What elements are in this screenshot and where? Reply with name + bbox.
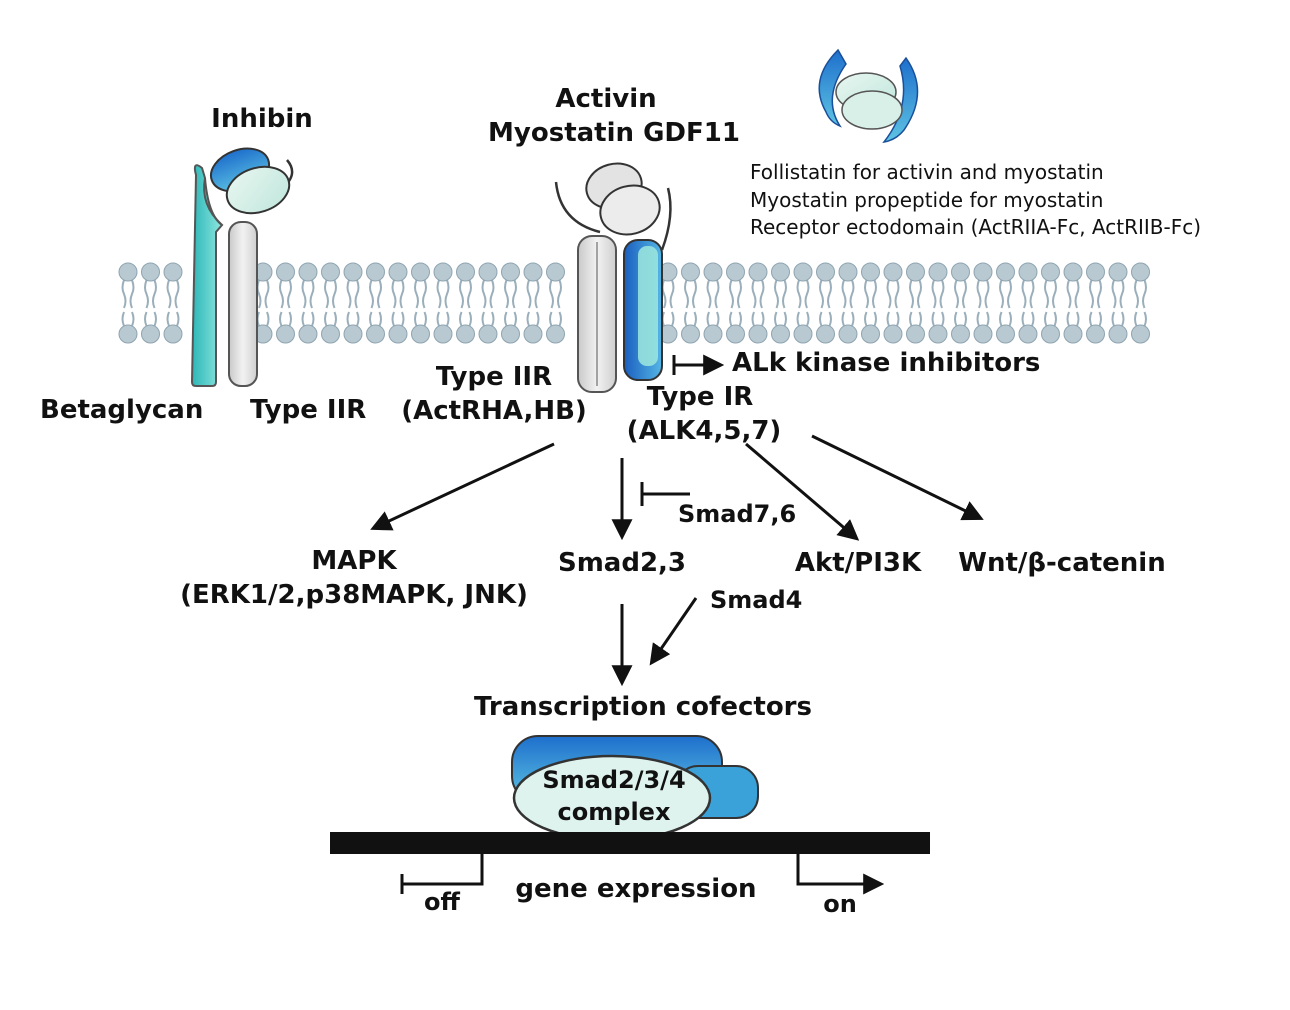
phospholipid bbox=[1041, 262, 1060, 344]
follistatin-icon bbox=[818, 48, 919, 144]
alk-inhibitors-label: ALk kinase inhibitors bbox=[732, 348, 1041, 378]
off-label: off bbox=[424, 888, 460, 916]
arrow-smad4-to-cofactors bbox=[649, 597, 698, 666]
inhibin-ligand bbox=[209, 147, 294, 215]
phospholipid bbox=[771, 262, 790, 344]
phospholipid bbox=[793, 262, 813, 344]
smad4-label: Smad4 bbox=[710, 586, 803, 614]
betaglycan-label: Betaglycan bbox=[40, 395, 204, 425]
phospholipid bbox=[366, 262, 385, 344]
wnt-catenin-label: Wnt/β-catenin bbox=[958, 548, 1166, 578]
mapk-label: MAPK bbox=[311, 546, 397, 576]
type-iir-receptor-left bbox=[228, 221, 258, 387]
phospholipid bbox=[681, 262, 700, 344]
type-iir-label: Type IIR bbox=[435, 362, 553, 392]
phospholipid bbox=[816, 262, 835, 344]
type-ir-label: Type IR bbox=[646, 382, 754, 412]
type-ir-receptor bbox=[623, 239, 663, 381]
antagonist-propeptide: Myostatin propeptide for myostatin bbox=[750, 188, 1104, 212]
phospholipid bbox=[501, 262, 520, 344]
phospholipid bbox=[433, 262, 453, 344]
phospholipid bbox=[523, 262, 543, 344]
arrow-to-wnt bbox=[811, 434, 984, 521]
dna-strand bbox=[330, 832, 930, 854]
antagonist-follistatin: Follistatin for activin and myostatin bbox=[750, 160, 1104, 184]
phospholipid bbox=[546, 262, 565, 344]
phospholipid bbox=[996, 262, 1015, 344]
on-label: on bbox=[823, 890, 857, 918]
phospholipid bbox=[276, 262, 295, 344]
alk-inhibitor-bar bbox=[672, 354, 725, 376]
phospholipid bbox=[748, 262, 768, 344]
smad-complex-shape bbox=[511, 735, 759, 842]
promoter-off bbox=[400, 854, 484, 894]
smad23-label: Smad2,3 bbox=[557, 548, 687, 578]
phospholipid bbox=[1108, 262, 1128, 344]
phospholipid bbox=[861, 262, 880, 344]
phospholipid bbox=[478, 262, 498, 344]
phospholipid bbox=[928, 262, 948, 344]
akt-pi3k-label: Akt/PI3K bbox=[794, 548, 922, 578]
phospholipid bbox=[118, 262, 138, 344]
phospholipid bbox=[456, 262, 475, 344]
type-ir-subtypes: (ALK4,5,7) bbox=[626, 416, 782, 446]
phospholipid bbox=[726, 262, 745, 344]
myostatin-gdf11-label: Myostatin GDF11 bbox=[488, 118, 740, 148]
phospholipid bbox=[1063, 262, 1083, 344]
promoter-on bbox=[796, 854, 885, 895]
arrow-to-mapk bbox=[370, 442, 555, 531]
phospholipid bbox=[658, 262, 678, 344]
phospholipid bbox=[973, 262, 993, 344]
smad-complex-sublabel: complex bbox=[557, 798, 671, 826]
phospholipid bbox=[1018, 262, 1038, 344]
betaglycan-receptor bbox=[190, 164, 224, 387]
activin-ligand bbox=[554, 162, 672, 251]
phospholipid bbox=[838, 262, 858, 344]
phospholipid bbox=[163, 262, 183, 344]
mapk-members: (ERK1/2,p38MAPK, JNK) bbox=[180, 580, 528, 610]
activin-label: Activin bbox=[555, 84, 657, 114]
lipid-bilayer bbox=[118, 262, 1150, 344]
type-iir-receptor-center bbox=[577, 235, 617, 393]
type-iir-label-left: Type IIR bbox=[250, 395, 367, 425]
phospholipid bbox=[298, 262, 318, 344]
phospholipid bbox=[141, 262, 160, 344]
phospholipid bbox=[1131, 262, 1150, 344]
phospholipid bbox=[343, 262, 363, 344]
type-iir-subtypes: (ActRHA,HB) bbox=[401, 396, 587, 426]
antagonist-ectodomain: Receptor ectodomain (ActRIIA-Fc, ActRIIB… bbox=[750, 215, 1202, 239]
phospholipid bbox=[1086, 262, 1105, 344]
phospholipid bbox=[703, 262, 723, 344]
arrow-to-akt bbox=[745, 442, 860, 541]
smad76-inhibition bbox=[640, 482, 690, 506]
phospholipid bbox=[883, 262, 903, 344]
smad-complex-label: Smad2/3/4 bbox=[542, 766, 686, 794]
smad76-label: Smad7,6 bbox=[678, 500, 797, 528]
phospholipid bbox=[321, 262, 340, 344]
phospholipid bbox=[906, 262, 925, 344]
gene-expression-label: gene expression bbox=[515, 874, 757, 904]
phospholipid bbox=[388, 262, 408, 344]
inhibin-label: Inhibin bbox=[211, 104, 313, 134]
phospholipid bbox=[411, 262, 430, 344]
phospholipid bbox=[951, 262, 970, 344]
transcription-cofactors-label: Transcription cofectors bbox=[474, 692, 812, 722]
phospholipid bbox=[253, 262, 273, 344]
